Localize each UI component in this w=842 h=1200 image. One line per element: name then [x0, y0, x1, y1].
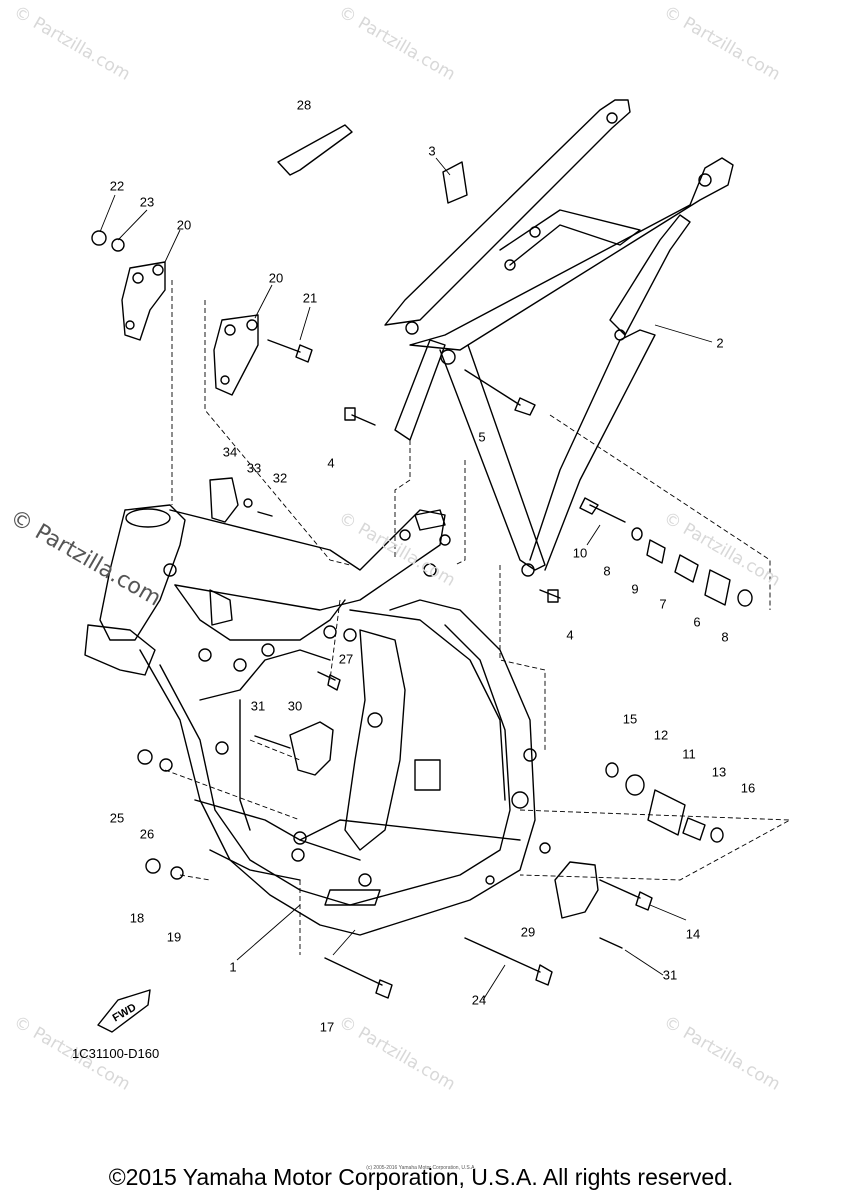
bolt-27: [317, 671, 341, 691]
rear-subframe: [384, 99, 734, 577]
callout-15[interactable]: 15: [622, 711, 638, 727]
nut-22: [91, 230, 107, 246]
callout-33[interactable]: 33: [246, 460, 262, 476]
callout-7[interactable]: 7: [659, 596, 667, 612]
diagram-code: 1C31100-D160: [72, 1046, 160, 1061]
callout-6[interactable]: 6: [693, 614, 701, 630]
callout-22[interactable]: 22: [109, 178, 125, 194]
callout-10[interactable]: 10: [572, 545, 588, 561]
bolt-5: [464, 369, 536, 416]
callout-5[interactable]: 5: [478, 429, 486, 445]
callout-24[interactable]: 24: [471, 992, 487, 1008]
callout-23[interactable]: 23: [139, 194, 155, 210]
callout-17[interactable]: 17: [319, 1019, 335, 1035]
bolt-17: [324, 957, 393, 999]
callout-31[interactable]: 31: [662, 967, 678, 983]
bolt-4-top: [351, 414, 376, 426]
callout-8[interactable]: 8: [721, 629, 729, 645]
callout-29[interactable]: 29: [520, 924, 536, 940]
callout-16[interactable]: 16: [740, 780, 756, 796]
callout-20[interactable]: 20: [176, 217, 192, 233]
engine-bracket-right: [213, 314, 259, 396]
callout-31[interactable]: 31: [250, 698, 266, 714]
callout-12[interactable]: 12: [653, 727, 669, 743]
fwd-arrow-icon: [97, 989, 151, 1033]
part-3-bracket: [442, 161, 468, 204]
bracket-34: [209, 477, 239, 523]
engine-bracket-left: [121, 261, 166, 341]
callout-34[interactable]: 34: [222, 444, 238, 460]
part-28-clip: [277, 124, 353, 176]
bolt-14: [599, 879, 653, 911]
callout-25[interactable]: 25: [109, 810, 125, 826]
callout-30[interactable]: 30: [287, 698, 303, 714]
bracket-30: [289, 721, 334, 776]
callout-19[interactable]: 19: [166, 929, 182, 945]
bolt-10: [579, 497, 626, 523]
washer-23: [111, 238, 125, 252]
bolt-31-lower: [599, 937, 623, 949]
callout-13[interactable]: 13: [711, 764, 727, 780]
callout-26[interactable]: 26: [139, 826, 155, 842]
callout-18[interactable]: 18: [129, 910, 145, 926]
callout-27[interactable]: 27: [338, 651, 354, 667]
callout-28[interactable]: 28: [296, 97, 312, 113]
callout-8[interactable]: 8: [603, 563, 611, 579]
tiny-copyright: (c) 2005-2016 Yamaha Motor Corporation, …: [366, 1165, 476, 1171]
bolt-24: [464, 937, 553, 986]
bracket-29: [554, 861, 599, 919]
callout-3[interactable]: 3: [428, 143, 436, 159]
callout-4[interactable]: 4: [566, 627, 574, 643]
callout-21[interactable]: 21: [302, 290, 318, 306]
bolt-21: [267, 339, 313, 363]
callout-2[interactable]: 2: [716, 335, 724, 351]
main-frame: [84, 504, 551, 936]
callout-14[interactable]: 14: [685, 926, 701, 942]
callout-9[interactable]: 9: [631, 581, 639, 597]
callout-1[interactable]: 1: [229, 959, 237, 975]
callout-20[interactable]: 20: [268, 270, 284, 286]
callout-32[interactable]: 32: [272, 470, 288, 486]
callout-4[interactable]: 4: [327, 455, 335, 471]
copyright-footer: ©2015 Yamaha Motor Corporation, U.S.A. A…: [108, 1164, 734, 1190]
callout-11[interactable]: 11: [682, 746, 696, 762]
